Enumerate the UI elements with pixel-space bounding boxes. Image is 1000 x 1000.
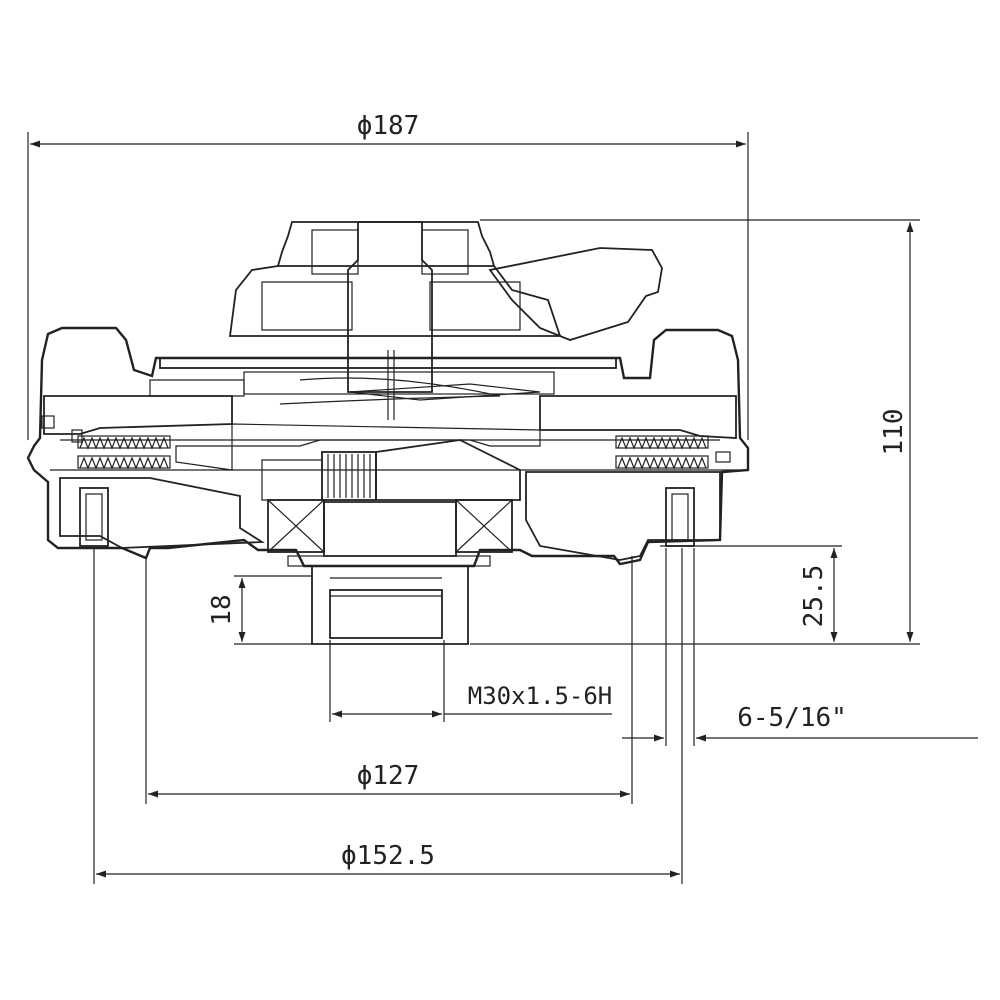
assembly-section <box>26 221 750 645</box>
dim-shaft-projection: 25.5 <box>799 565 829 628</box>
left-spring <box>41 415 171 470</box>
dim-thread-spec: M30x1.5-6H <box>468 682 613 710</box>
dim-bolt-circle: 6-5/16" <box>737 703 847 733</box>
rotor-gear <box>261 439 521 501</box>
right-spring <box>615 435 731 470</box>
dimension-labels: ϕ187 110 25.5 18 M30x1.5-6H 6-5/16" ϕ127… <box>207 111 909 871</box>
dim-overall-height: 110 <box>879 409 909 456</box>
inner-hub <box>287 501 491 567</box>
bearing-right <box>455 499 513 553</box>
dim-hub-height: 18 <box>207 594 237 625</box>
dim-base-diameter: ϕ152.5 <box>341 841 435 871</box>
central-shaft <box>347 221 433 420</box>
dim-overall-diameter: ϕ187 <box>357 111 420 141</box>
lever-arm <box>488 247 663 341</box>
dimension-lines <box>27 132 978 884</box>
dim-flange-diameter: ϕ127 <box>357 761 420 791</box>
bearing-left <box>267 499 325 553</box>
top-cap <box>228 221 562 337</box>
threaded-outlet <box>311 565 469 645</box>
bolt-pockets <box>79 487 695 547</box>
